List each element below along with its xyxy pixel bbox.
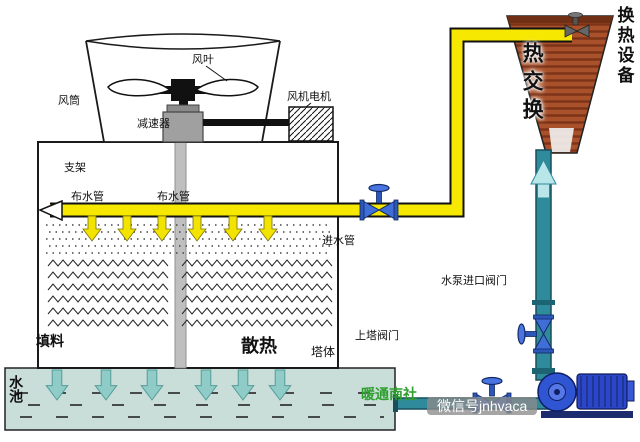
gearbox-flange	[166, 104, 200, 113]
tower-body-shape	[37, 141, 339, 369]
label-up-tower-valve: 上塔阀门	[355, 330, 399, 342]
hot-water-pipe	[50, 29, 572, 216]
label-heat-dissipation: 散热	[241, 336, 277, 356]
pool-outlet-flange	[393, 395, 398, 412]
drive-shaft	[203, 119, 289, 126]
leader-line-fan-blade	[205, 65, 228, 82]
label-tower-body: 塔体	[311, 345, 336, 359]
fan-blade-left	[107, 78, 172, 97]
pump-motor-cap	[626, 380, 635, 402]
heat-exchanger-outlet	[549, 128, 574, 152]
pipe-flange-upper	[532, 300, 555, 305]
label-pool: 水池	[8, 375, 25, 403]
fan-hub	[171, 79, 195, 101]
leader-line-motor	[305, 102, 312, 108]
flow-up-arrow-shaft	[537, 183, 550, 199]
fill-zigzag-left	[47, 259, 169, 327]
fan-housing-rim-front	[85, 40, 281, 50]
label-fan-duct: 风筒	[58, 95, 80, 107]
fill-zigzag-right	[181, 259, 333, 327]
label-support: 支架	[64, 162, 86, 174]
fan-housing-rim-back	[85, 33, 281, 42]
pump-motor-fins	[580, 376, 624, 407]
heat-exchanger-top-band	[507, 16, 613, 23]
label-fan-blade: 风叶	[192, 54, 214, 66]
spray-droplets	[46, 224, 332, 254]
label-inlet-pipe: 进水管	[322, 235, 355, 247]
exchanger-top-valve-icon	[564, 12, 590, 38]
watermark-wechat: 微信号jnhvaca	[427, 397, 538, 416]
label-heat-exchange: 热交换	[520, 42, 544, 126]
fan-motor-shape	[288, 106, 334, 142]
pump-motor	[576, 373, 628, 410]
label-dist-pipe-right: 布水管	[157, 191, 190, 203]
label-fill: 填料	[36, 333, 64, 349]
pool-water-dashes	[16, 392, 384, 418]
label-heat-equipment: 换热设备	[614, 6, 634, 86]
fan-blade-right	[194, 78, 259, 97]
gearbox	[162, 111, 204, 143]
center-shaft	[174, 139, 187, 369]
label-pump-inlet-valve: 水泵进口阀门	[441, 275, 507, 287]
water-pool	[4, 367, 396, 431]
label-fan-motor: 风机电机	[287, 91, 331, 103]
pump-hub	[554, 389, 560, 395]
pump-base	[541, 411, 633, 418]
watermark-brand: 暖通南社	[361, 386, 417, 402]
flow-up-arrow-head	[530, 158, 557, 185]
pipe-flange-lower	[532, 368, 555, 374]
label-dist-pipe-left: 布水管	[71, 191, 104, 203]
label-reducer: 减速器	[137, 118, 170, 130]
pipe-arrow-left	[38, 199, 63, 222]
